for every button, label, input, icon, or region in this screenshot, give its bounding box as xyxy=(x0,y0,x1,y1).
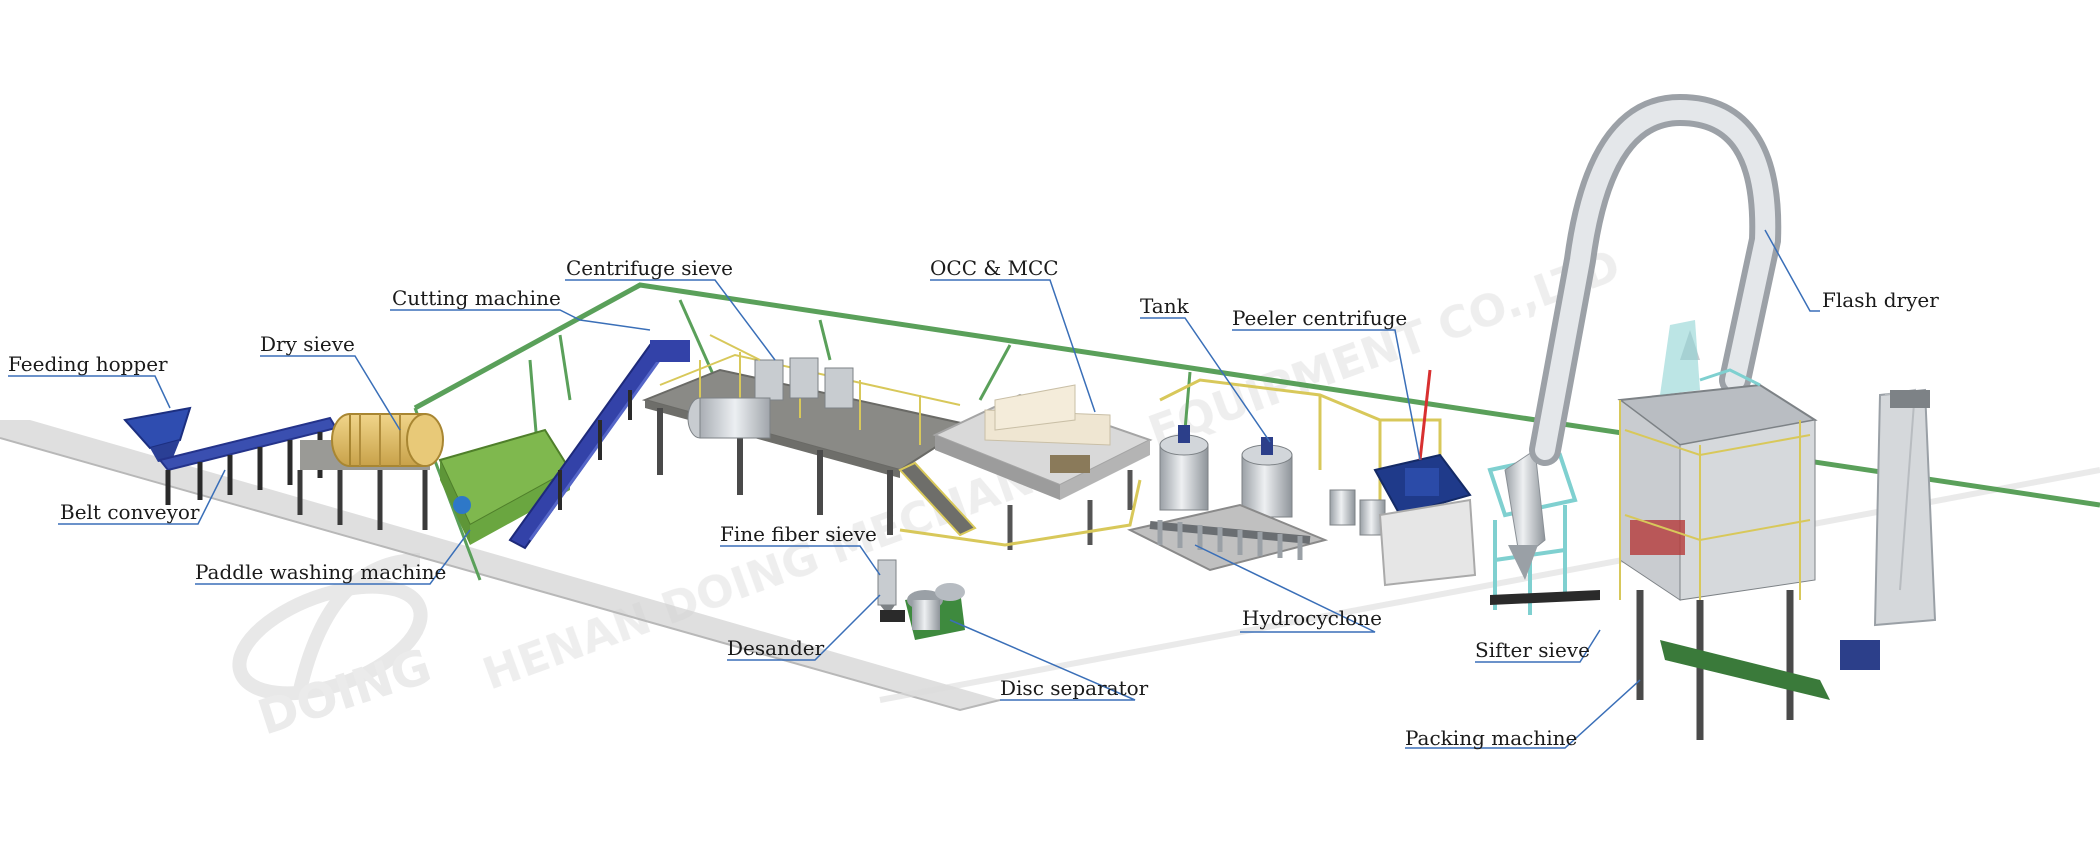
desander-equipment xyxy=(877,559,905,622)
label-centrifuge-sieve: Centrifuge sieve xyxy=(566,256,733,280)
label-belt-conveyor: Belt conveyor xyxy=(60,500,200,524)
label-fine-fiber-sieve: Fine fiber sieve xyxy=(720,522,877,546)
main-platform xyxy=(641,334,977,537)
label-tank: Tank xyxy=(1140,294,1189,318)
exhaust-stack xyxy=(1840,388,1937,670)
hydrocyclone-equipment xyxy=(1127,503,1329,572)
drying-tower-structure xyxy=(1617,320,1830,740)
paddle-washing-machine-equipment xyxy=(438,428,572,545)
cutting-machine-equipment xyxy=(508,340,690,550)
label-flash-dryer: Flash dryer xyxy=(1822,288,1939,312)
label-packing-machine: Packing machine xyxy=(1405,726,1578,750)
label-desander: Desander xyxy=(727,636,825,660)
leader-lines xyxy=(8,229,1820,749)
label-occ-mcc: OCC & MCC xyxy=(930,256,1059,280)
peeler-centrifuge-equipment xyxy=(1329,369,1477,587)
dry-sieve-equipment xyxy=(297,413,444,530)
occ-mcc-equipment xyxy=(932,384,1153,550)
label-feeding-hopper: Feeding hopper xyxy=(8,352,168,376)
label-dry-sieve: Dry sieve xyxy=(260,332,355,356)
watermark-logo xyxy=(232,553,428,701)
disc-separator-equipment xyxy=(905,583,965,640)
label-disc-separator: Disc separator xyxy=(1000,676,1149,700)
label-sifter-sieve: Sifter sieve xyxy=(1475,638,1590,662)
tank-equipment xyxy=(1159,425,1293,518)
label-hydrocyclone: Hydrocyclone xyxy=(1242,606,1382,630)
label-paddle-washing-machine: Paddle washing machine xyxy=(195,560,447,584)
sifter-sieve-equipment xyxy=(1487,449,1600,615)
label-peeler-centrifuge: Peeler centrifuge xyxy=(1232,306,1408,330)
label-cutting-machine: Cutting machine xyxy=(392,286,561,310)
watermark-brand: DOING xyxy=(251,638,438,746)
